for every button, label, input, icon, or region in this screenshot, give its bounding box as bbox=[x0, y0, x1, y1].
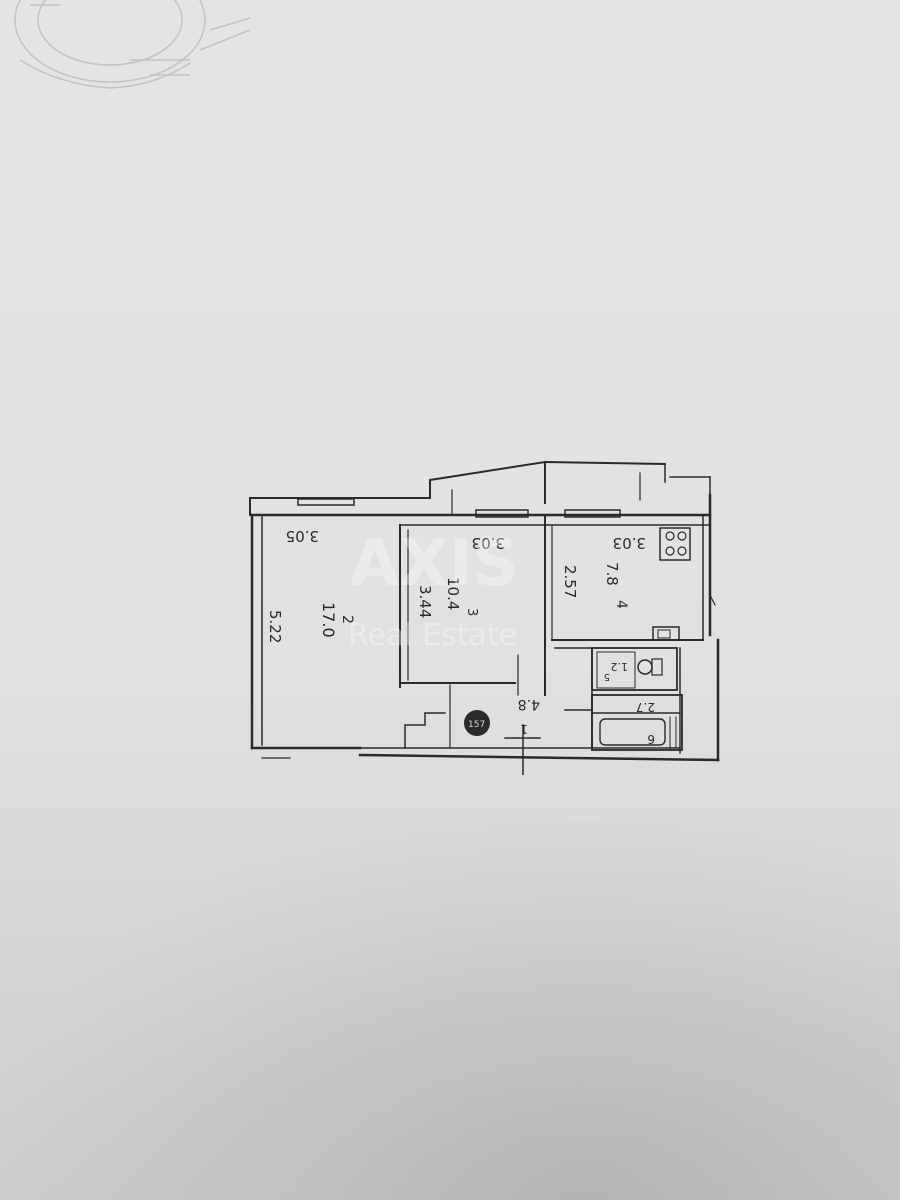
room-3-width: 3.03 bbox=[472, 534, 505, 552]
outer-wall-bottom-right bbox=[358, 753, 720, 762]
toilet-bowl bbox=[637, 659, 653, 675]
floor-plan-drawing: 3.05 17.0 2 5.22 3.03 10.4 3 3.44 3.03 7… bbox=[249, 460, 720, 781]
balcony-outline bbox=[429, 460, 546, 504]
watermark-brand: AXIS bbox=[350, 527, 519, 601]
room-2-number: 2 bbox=[339, 615, 355, 624]
room-4-area: 7.8 bbox=[603, 562, 621, 586]
room-1-area: 4.8 bbox=[518, 696, 540, 712]
stair-shaft bbox=[404, 712, 446, 749]
room-5-area: 1.2 bbox=[611, 660, 629, 673]
stove bbox=[659, 527, 691, 561]
ventilation-marker-number: 157 bbox=[468, 720, 485, 730]
room-3-area: 10.4 bbox=[444, 577, 462, 610]
room-4-width: 3.03 bbox=[613, 534, 646, 552]
room-6-number: 6 bbox=[647, 732, 655, 746]
stove-burner bbox=[665, 531, 675, 541]
room-5-number: 5 bbox=[604, 671, 610, 682]
room-6-area: 2.7 bbox=[636, 700, 655, 714]
room-2-area: 17.0 bbox=[319, 602, 338, 638]
window-room-4 bbox=[564, 509, 621, 518]
room-2-length: 5.22 bbox=[266, 610, 284, 643]
room-4-number: 4 bbox=[613, 600, 629, 609]
stove-burner bbox=[677, 546, 687, 556]
bathtub bbox=[599, 718, 666, 746]
official-stamp bbox=[14, 0, 251, 89]
room-3-length: 3.44 bbox=[416, 585, 434, 618]
room-4-length: 2.57 bbox=[561, 565, 579, 598]
stove-burner bbox=[665, 546, 675, 556]
ventilation-marker bbox=[464, 710, 490, 736]
stove-burner bbox=[677, 531, 687, 541]
paper-shadow bbox=[0, 820, 900, 1200]
toilet-tank bbox=[651, 658, 663, 676]
sink-basin bbox=[657, 629, 671, 639]
window-room-2 bbox=[297, 498, 355, 506]
dimension-tick bbox=[709, 594, 716, 606]
watermark-tagline: Real Estate bbox=[348, 618, 517, 653]
room-2-width: 3.05 bbox=[286, 527, 319, 545]
kitchen-sink bbox=[652, 626, 680, 641]
window-room-3 bbox=[475, 509, 529, 518]
floor-plan: 3.05 17.0 2 5.22 3.03 10.4 3 3.44 3.03 7… bbox=[240, 455, 730, 781]
room-1-number: 1 bbox=[520, 722, 528, 736]
room-3-number: 3 bbox=[464, 608, 479, 616]
room-5-inner bbox=[596, 651, 636, 689]
balcony-top bbox=[543, 460, 667, 466]
